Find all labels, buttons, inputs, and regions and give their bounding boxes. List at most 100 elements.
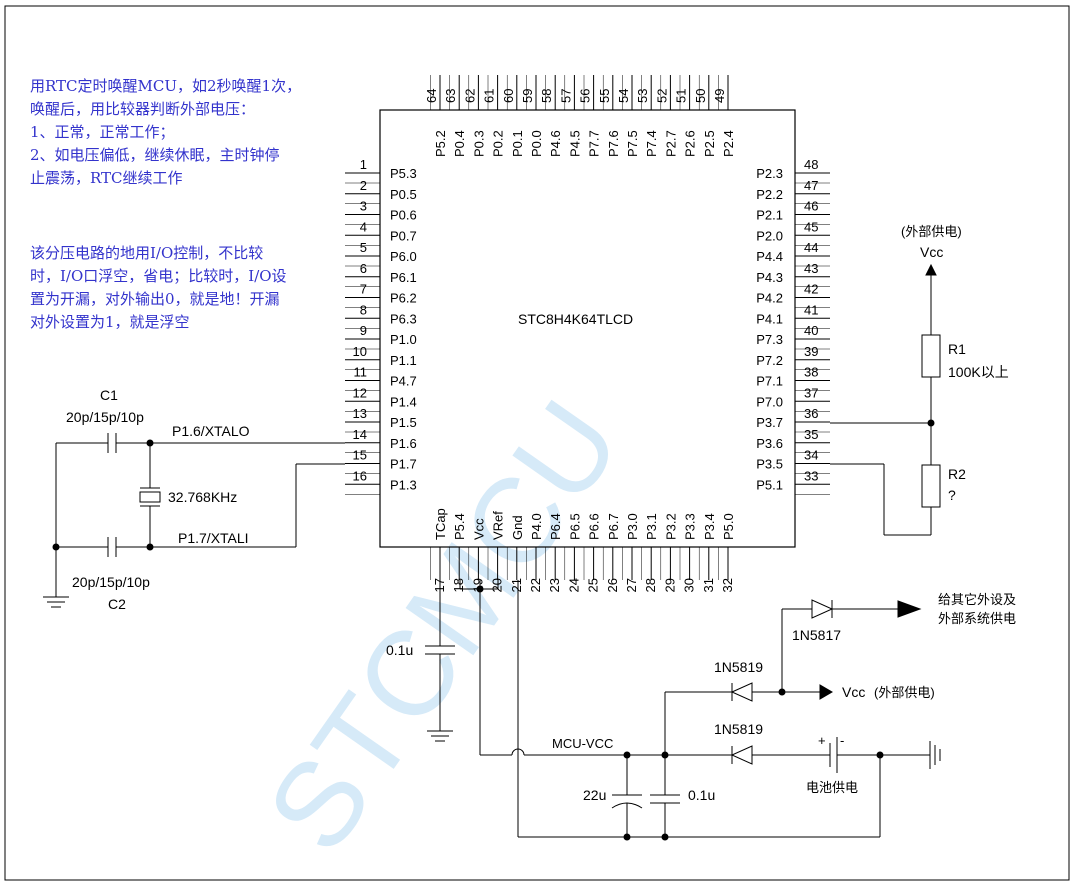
- pin-label-9: P1.0: [390, 332, 417, 347]
- pin-label-41: P4.1: [756, 311, 783, 326]
- c2-value: 20p/15p/10p: [72, 574, 150, 590]
- pin-label-52: P2.7: [663, 130, 678, 157]
- pin-number-41: 41: [804, 302, 818, 317]
- pin-label-37: P7.0: [756, 394, 783, 409]
- pin-number-52: 52: [654, 89, 669, 103]
- pin-label-32: P5.0: [721, 513, 736, 540]
- pin-label-7: P6.2: [390, 291, 417, 306]
- pin-number-38: 38: [804, 365, 818, 380]
- pin-label-1: P5.3: [390, 166, 417, 181]
- pin-number-31: 31: [701, 578, 716, 592]
- decoupling-cap-value: 0.1u: [688, 787, 715, 803]
- arrow-divider-vcc: [925, 263, 937, 276]
- pin-label-4: P0.7: [390, 228, 417, 243]
- pin-number-35: 35: [804, 427, 818, 442]
- pin-label-50: P2.5: [702, 130, 717, 157]
- pin-number-46: 46: [804, 199, 818, 214]
- pin-number-18: 18: [451, 578, 466, 592]
- note-rtc-wakeup: 用RTC定时唤醒MCU，如2秒唤醒1次， 唤醒后，用比较器判断外部电压： 1、正…: [30, 77, 302, 187]
- pin-number-11: 11: [354, 365, 368, 380]
- pin-label-30: P3.3: [683, 513, 698, 540]
- pin-label-56: P7.7: [587, 130, 602, 157]
- pin-number-20: 20: [490, 578, 505, 592]
- pin-label-31: P3.4: [702, 513, 717, 540]
- pin-number-12: 12: [353, 385, 367, 400]
- out-note: 给其它外设及 外部系统供电: [938, 592, 1020, 626]
- pin-number-45: 45: [804, 219, 818, 234]
- pin-label-44: P4.4: [756, 249, 783, 264]
- pin-label-3: P0.6: [390, 208, 417, 223]
- r1-name: R1: [948, 341, 966, 357]
- d-out-name: 1N5817: [792, 627, 841, 643]
- pin-label-47: P2.2: [756, 187, 783, 202]
- pin-label-45: P2.0: [756, 228, 783, 243]
- arrow-out: [897, 600, 922, 618]
- pin-label-39: P7.2: [756, 353, 783, 368]
- pin-label-19: Vcc: [471, 518, 486, 540]
- pin-number-62: 62: [462, 89, 477, 103]
- pin-label-53: P7.4: [644, 130, 659, 157]
- pin-label-21: Gnd: [510, 515, 525, 540]
- pin-number-36: 36: [804, 406, 818, 421]
- pin-number-53: 53: [635, 89, 650, 103]
- pin-number-54: 54: [616, 89, 631, 103]
- pin-label-34: P3.5: [756, 457, 783, 472]
- pin-number-10: 10: [353, 344, 367, 359]
- pin-number-43: 43: [804, 261, 818, 276]
- pin-number-16: 16: [353, 468, 367, 483]
- pin-number-8: 8: [360, 302, 367, 317]
- mcu-vcc-net: MCU-VCC: [552, 736, 613, 751]
- pin-label-36: P3.7: [756, 415, 783, 430]
- pin-label-61: P0.2: [491, 130, 506, 157]
- c1-value: 20p/15p/10p: [66, 409, 144, 425]
- pin-number-47: 47: [804, 178, 818, 193]
- d-vcc-name: 1N5819: [714, 659, 763, 675]
- pin-label-16: P1.3: [390, 477, 417, 492]
- pin-number-50: 50: [693, 89, 708, 103]
- wires: [43, 275, 941, 838]
- pin-label-62: P0.3: [471, 130, 486, 157]
- pin-number-23: 23: [547, 578, 562, 592]
- pin-label-11: P4.7: [390, 374, 417, 389]
- pin-label-13: P1.5: [390, 415, 417, 430]
- pin-number-37: 37: [804, 385, 818, 400]
- pin-label-40: P7.3: [756, 332, 783, 347]
- pin-number-28: 28: [643, 578, 658, 592]
- r1-value: 100K以上: [948, 364, 1009, 380]
- divider-supply-note: (外部供电): [901, 224, 962, 239]
- pin-number-33: 33: [804, 468, 818, 483]
- pin-number-25: 25: [586, 578, 601, 592]
- pin-number-39: 39: [804, 344, 818, 359]
- pin-number-13: 13: [353, 406, 367, 421]
- pin-number-49: 49: [712, 89, 727, 103]
- pin-number-42: 42: [804, 282, 818, 297]
- pins-right: 48P2.347P2.246P2.145P2.044P4.443P4.342P4…: [756, 157, 830, 495]
- pin-number-56: 56: [578, 89, 593, 103]
- pin-label-23: P6.4: [548, 513, 563, 540]
- pin-label-60: P0.1: [510, 130, 525, 157]
- symbols: [52, 263, 937, 841]
- pin-label-20: VRef: [491, 511, 506, 540]
- pin-label-46: P2.1: [756, 208, 783, 223]
- r2-value: ?: [948, 487, 956, 503]
- pin-number-1: 1: [360, 157, 367, 172]
- pin-label-48: P2.3: [756, 166, 783, 181]
- pin-label-12: P1.4: [390, 394, 417, 409]
- note-divider-io: 该分压电路的地用I/O控制，不比较 时，I/O口浮空，省电；比较时，I/O设 置…: [30, 244, 287, 331]
- pin-number-22: 22: [528, 578, 543, 592]
- pin-label-26: P6.7: [606, 513, 621, 540]
- tcap-cap-value: 0.1u: [386, 642, 413, 658]
- divider-supply: Vcc: [920, 244, 943, 260]
- pins-top: 64P5.263P0.462P0.361P0.260P0.159P0.058P4…: [424, 75, 736, 157]
- pin-label-51: P2.6: [683, 130, 698, 157]
- pin-number-57: 57: [558, 89, 573, 103]
- arrow-vcc: [819, 684, 833, 700]
- battery-plus: +: [818, 733, 826, 748]
- pin-label-6: P6.1: [390, 270, 417, 285]
- pin-label-59: P0.0: [529, 130, 544, 157]
- pin-label-5: P6.0: [390, 249, 417, 264]
- crystal-freq: 32.768KHz: [168, 489, 237, 505]
- pin-number-64: 64: [424, 89, 439, 103]
- pin-number-15: 15: [353, 448, 367, 463]
